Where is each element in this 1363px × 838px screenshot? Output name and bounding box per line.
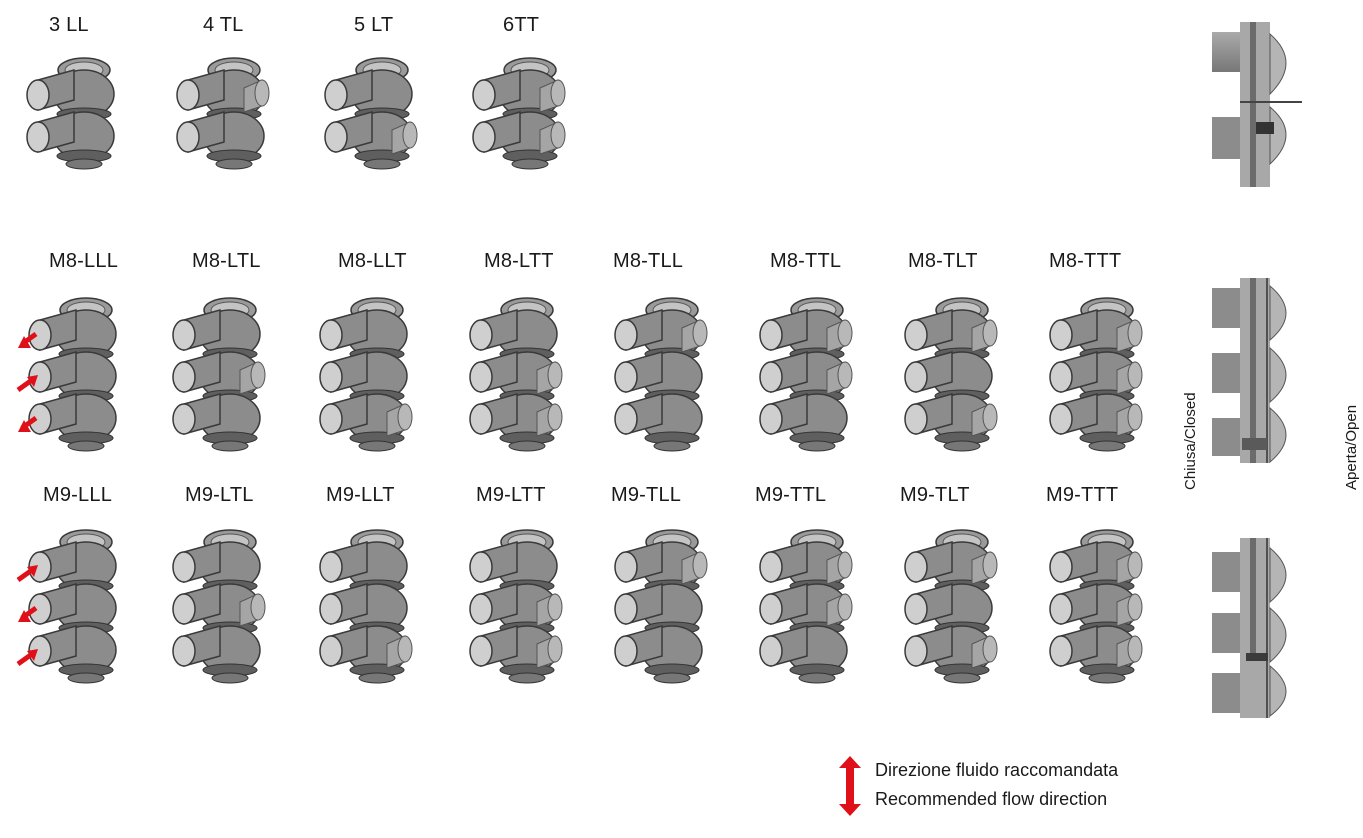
- valve-2-2: [172, 297, 266, 452]
- valve-3-5: [614, 529, 708, 684]
- valve-3-6: [759, 529, 853, 684]
- row3-label-7: M9-TLT: [900, 484, 970, 506]
- valve-3-7: [904, 529, 998, 684]
- row2-label-5: M8-TLL: [613, 250, 684, 272]
- valve-3-2: [172, 529, 266, 684]
- valve-1-4: [472, 57, 566, 170]
- valve-3-4: [469, 529, 563, 684]
- flow-up-arrow-icon: [839, 756, 861, 786]
- valve-2-5: [614, 297, 708, 452]
- section-closed-open-mid: [1212, 278, 1287, 463]
- row1-label-3: 5 LT: [354, 14, 394, 36]
- valve-3-3: [319, 529, 413, 684]
- section-closed-top: [1212, 22, 1302, 187]
- row2-label-1: M8-LLL: [49, 250, 119, 272]
- row2-label-8: M8-TTT: [1049, 250, 1122, 272]
- row2-label-3: M8-LLT: [338, 250, 407, 272]
- row1-label-4: 6TT: [503, 14, 540, 36]
- closed-label: Chiusa/Closed: [1182, 392, 1199, 490]
- valve-3-8: [1049, 529, 1143, 684]
- legend-text-italian: Direzione fluido raccomandata: [875, 760, 1119, 780]
- row3-label-1: M9-LLL: [43, 484, 113, 506]
- flow-down-arrow-icon: [839, 786, 861, 816]
- valve-3-1: [16, 529, 117, 684]
- row3-label-4: M9-LTT: [476, 484, 546, 506]
- valve-1-2: [176, 57, 270, 170]
- valve-2-8: [1049, 297, 1143, 452]
- row3-label-8: M9-TTT: [1046, 484, 1119, 506]
- legend-text-english: Recommended flow direction: [875, 789, 1108, 809]
- section-open-bottom: [1212, 538, 1287, 718]
- valve-2-3: [319, 297, 413, 452]
- valve-1-3: [324, 57, 418, 170]
- row3-label-5: M9-TLL: [611, 484, 682, 506]
- row1-label-2: 4 TL: [203, 14, 244, 36]
- row2-label-2: M8-LTL: [192, 250, 261, 272]
- open-label: Aperta/Open: [1343, 404, 1360, 490]
- row2-label-4: M8-LTT: [484, 250, 554, 272]
- valve-2-1: [16, 297, 117, 452]
- row1-label-1: 3 LL: [49, 14, 89, 36]
- valve-2-6: [759, 297, 853, 452]
- valve-2-4: [469, 297, 563, 452]
- row2-label-6: M8-TTL: [770, 250, 842, 272]
- valve-2-7: [904, 297, 998, 452]
- row2-label-7: M8-TLT: [908, 250, 978, 272]
- valve-1-1: [26, 57, 115, 170]
- row3-label-6: M9-TTL: [755, 484, 827, 506]
- row3-label-2: M9-LTL: [185, 484, 254, 506]
- row3-label-3: M9-LLT: [326, 484, 395, 506]
